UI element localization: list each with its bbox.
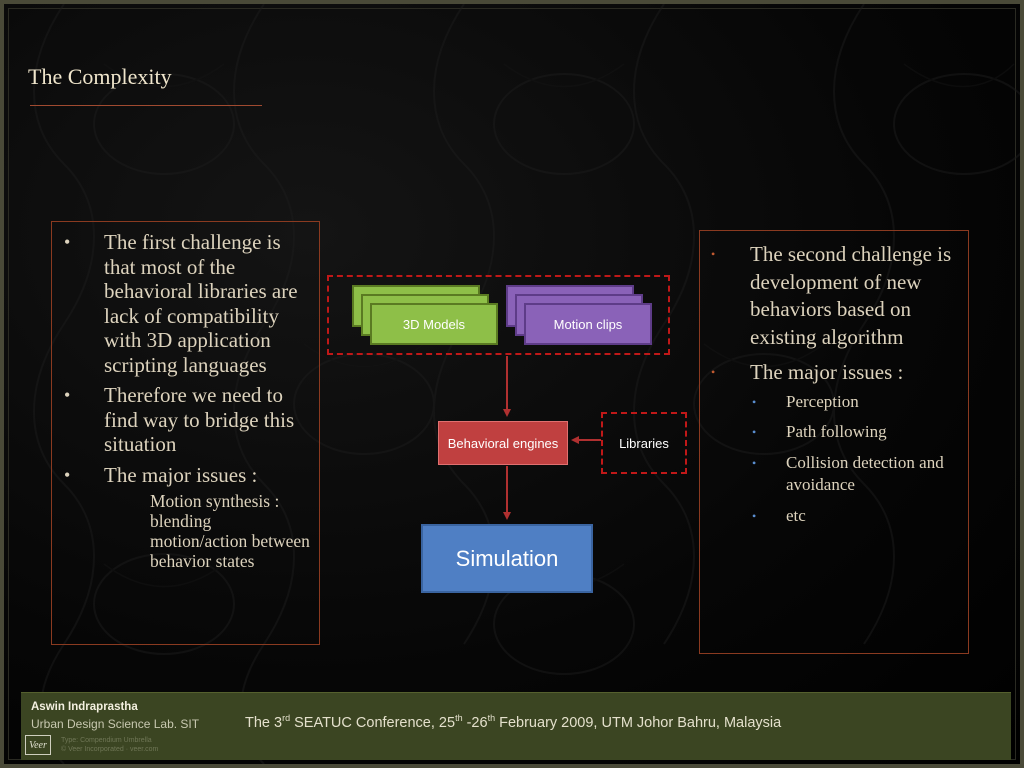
slide-title: The Complexity <box>28 64 172 89</box>
veer-logo: Veer <box>25 735 51 755</box>
bullet-dot-icon: • <box>64 464 71 485</box>
sub-bullet-dot-icon: • <box>752 394 757 409</box>
left-bullet-list: •The first challenge is that most of the… <box>60 230 312 493</box>
right-bullet-item: •The major issues : •Perception •Path fo… <box>708 359 964 527</box>
left-sub-text: Motion synthesis : blending motion/actio… <box>150 491 310 571</box>
footer-bar: Aswin Indraprastha Urban Design Science … <box>21 692 1011 760</box>
left-bullet-item: •The first challenge is that most of the… <box>64 230 298 377</box>
title-underline <box>30 105 262 106</box>
simulation-box: Simulation <box>421 524 593 593</box>
sub-bullet-dot-icon: • <box>752 425 757 439</box>
models-box: 3D Models <box>370 303 498 345</box>
bullet-dot-icon: • <box>64 232 71 252</box>
sub-item: •Collision detection and avoidance <box>752 452 944 495</box>
right-bullet-list: •The second challenge is development of … <box>708 241 964 535</box>
author-lab: Urban Design Science Lab. SIT <box>31 717 200 731</box>
bullet-dot-icon: • <box>711 247 716 261</box>
libraries-dashed-box <box>601 412 687 474</box>
behavioral-engines-box: Behavioral engines <box>438 421 568 465</box>
libraries-label: Libraries <box>619 435 669 451</box>
bullet-dot-icon: • <box>711 365 716 379</box>
sub-bullet-dot-icon: • <box>752 508 757 523</box>
sub-item: •etc <box>750 505 964 528</box>
sub-bullet-dot-icon: • <box>752 455 757 470</box>
conference-text: The 3rd SEATUC Conference, 25th -26th Fe… <box>245 713 782 731</box>
left-bullet-item: •The major issues : <box>64 462 258 487</box>
sub-item: •Perception <box>750 391 964 414</box>
author-name: Aswin Indraprastha <box>31 701 138 713</box>
right-bullet-item: •The second challenge is development of … <box>711 242 952 349</box>
inputs-dashed-group <box>327 275 670 355</box>
right-sub-list: •Perception •Path following •Collision d… <box>750 391 964 528</box>
right-text-panel: •The second challenge is development of … <box>699 230 969 654</box>
bullet-dot-icon: • <box>64 385 71 405</box>
template-credit: Type: Compendium Umbrella© Veer Incorpor… <box>61 737 159 753</box>
clips-box: Motion clips <box>524 303 652 345</box>
sub-item: •Path following <box>750 421 964 444</box>
left-text-panel: •The first challenge is that most of the… <box>51 221 320 645</box>
left-bullet-item: •Therefore we need to find way to bridge… <box>64 383 295 456</box>
